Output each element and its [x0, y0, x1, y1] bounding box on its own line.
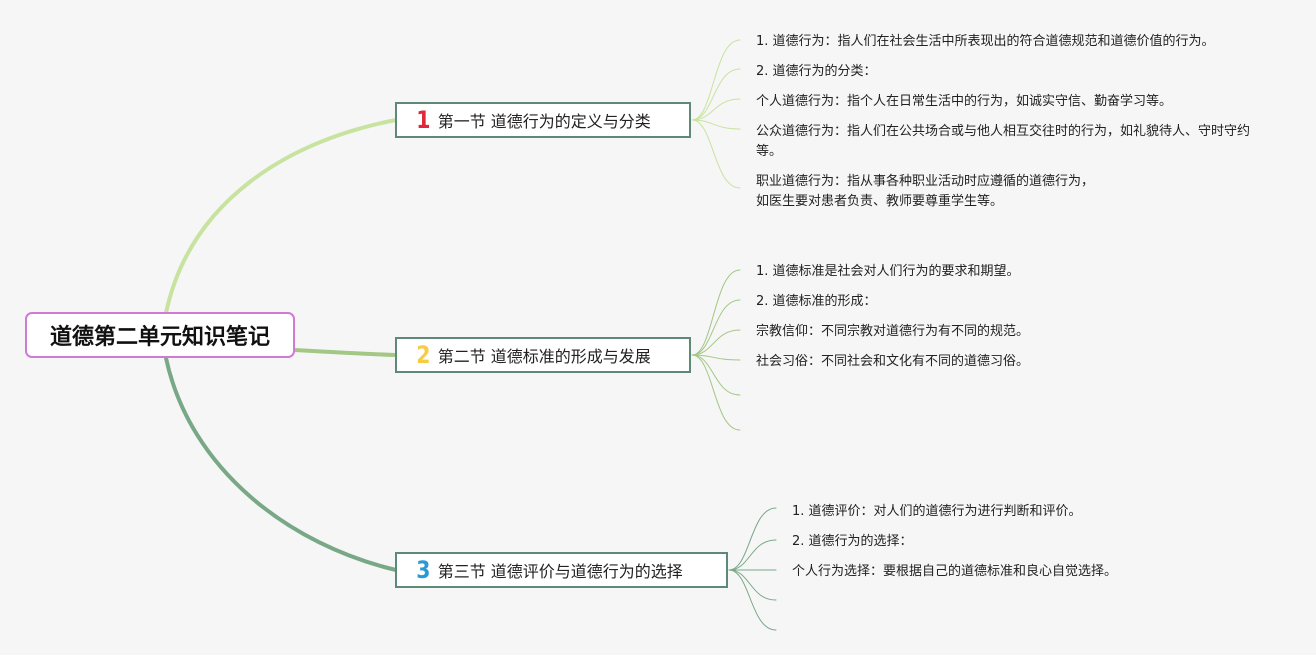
leaf-link-2-5 [691, 354, 741, 396]
branch-topic-1-label: 第一节 道德行为的定义与分类 [437, 112, 651, 131]
leaf-2-3[interactable]: 宗教信仰：不同宗教对道德行为有不同的规范。 [756, 324, 1030, 339]
branch-topic-2[interactable]: 2 第二节 道德标准的形成与发展 [395, 337, 691, 373]
number-2-icon: 2 [416, 341, 431, 369]
leaf-2-2[interactable]: 2. 道德标准的形成： [756, 294, 877, 309]
leaf-3-2[interactable]: 2. 道德行为的选择： [792, 534, 913, 549]
leaf-link-1-5 [691, 119, 741, 189]
leaf-link-3-4 [728, 569, 777, 601]
leaf-link-1-2 [691, 68, 741, 121]
root-topic[interactable]: 道德第二单元知识笔记 [25, 312, 295, 358]
branch-topic-2-label: 第二节 道德标准的形成与发展 [437, 347, 651, 366]
leaf-link-2-6 [691, 354, 741, 431]
leaf-1-5[interactable]: 职业道德行为：指从事各种职业活动时应遵循的道德行为，如医生要对患者负责、教师要尊… [756, 174, 1095, 209]
leaf-3-1[interactable]: 1. 道德评价：对人们的道德行为进行判断和评价。 [792, 504, 1082, 519]
leaf-1-2[interactable]: 2. 道德行为的分类： [756, 64, 877, 79]
branch-topic-3[interactable]: 3 第三节 道德评价与道德行为的选择 [395, 552, 728, 588]
leaf-link-3-1 [728, 507, 777, 571]
leaf-1-4[interactable]: 公众道德行为：指人们在公共场合或与他人相互交往时的行为，如礼貌待人、守时守约等。 [756, 124, 1251, 159]
leaf-link-3-2 [728, 539, 777, 571]
root-link-2 [293, 348, 398, 357]
leaf-link-2-3 [691, 329, 741, 356]
leaf-1-1[interactable]: 1. 道德行为：指人们在社会生活中所表现出的符合道德规范和道德价值的行为。 [756, 34, 1215, 49]
leaf-3-3[interactable]: 个人行为选择：要根据自己的道德标准和良心自觉选择。 [792, 564, 1118, 579]
leaf-link-1-3 [691, 98, 741, 121]
leaf-2-1[interactable]: 1. 道德标准是社会对人们行为的要求和期望。 [756, 264, 1020, 279]
leaf-link-1-1 [691, 39, 741, 121]
leaf-1-3[interactable]: 个人道德行为：指个人在日常生活中的行为，如诚实守信、勤奋学习等。 [756, 94, 1173, 109]
leaf-link-2-2 [691, 299, 741, 356]
root-link-1 [164, 118, 398, 315]
root-link-3 [164, 356, 398, 572]
leaf-link-3-5 [728, 569, 777, 631]
number-3-icon: 3 [416, 556, 431, 584]
leaf-link-2-1 [691, 269, 741, 356]
branch-topic-1[interactable]: 1 第一节 道德行为的定义与分类 [395, 102, 691, 138]
leaf-2-4[interactable]: 社会习俗：不同社会和文化有不同的道德习俗。 [756, 354, 1030, 369]
root-topic-label: 道德第二单元知识笔记 [49, 325, 270, 350]
branch-topic-3-label: 第三节 道德评价与道德行为的选择 [437, 562, 683, 581]
leaf-link-1-4 [691, 119, 741, 130]
number-1-icon: 1 [416, 106, 431, 134]
leaf-link-2-4 [691, 354, 741, 361]
